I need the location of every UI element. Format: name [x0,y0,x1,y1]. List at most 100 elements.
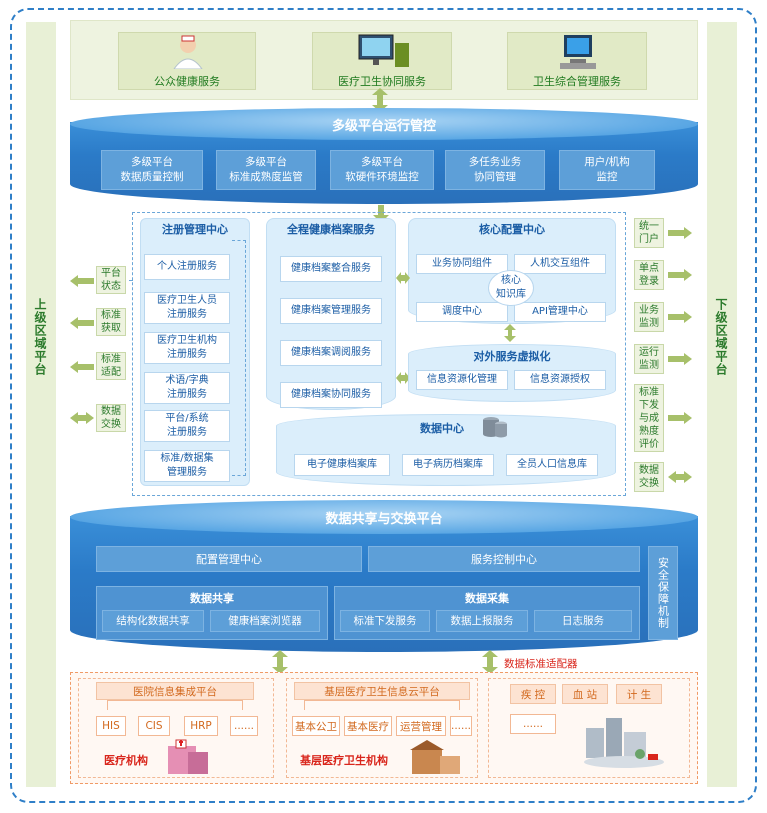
data-share-title: 数据共享 [190,592,234,605]
arrow-right-icon [668,269,692,281]
connector-arrow-icon [396,372,410,384]
structured-data-share: 结构化数据共享 [102,610,204,632]
grassroots-item-public-health: 基本公卫 [292,716,340,736]
control-item-environment: 多级平台 软硬件环境监控 [330,150,434,190]
lower-platform-label: 下级区域平台 [714,298,728,376]
security-mechanism: 安全保障机制 [648,546,678,640]
ehr-item-manage: 健康档案管理服务 [280,298,382,324]
arrow-left-icon [70,317,94,329]
other-item-cdc: 疾 控 [510,684,556,704]
grassroots-label: 基层医疗卫生机构 [300,754,388,767]
db-emr: 电子病历档案库 [402,454,494,476]
public-health-label: 公众健康服务 [154,75,220,88]
public-health-card: 公众健康服务 [118,32,256,90]
adapter-label: 数据标准适配器 [504,658,578,670]
left-tag-standard-get: 标准 获取 [96,308,126,336]
connector-arrow-icon [272,650,288,674]
other-item-blood-station: 血 站 [562,684,608,704]
registry-item-standard: 标准/数据集 管理服务 [144,450,230,482]
right-tag-exchange: 数据 交换 [634,462,664,492]
hospital-platform-title: 医院信息集成平台 [96,682,254,700]
ehr-title: 全程健康档案服务 [287,223,375,236]
clinic-building-icon [410,740,460,774]
config-center: 配置管理中心 [96,546,362,572]
db-ehr: 电子健康档案库 [294,454,390,476]
ehr-item-integrate: 健康档案整合服务 [280,256,382,282]
medical-collab-card: 医疗卫生协同服务 [312,32,452,90]
connector-arrow-icon [504,324,516,342]
monitor-icon [358,34,409,67]
arrow-right-icon [668,311,692,323]
exchange-cylinder-top [70,500,698,534]
right-tag-run-monitor: 运行 监测 [634,344,664,374]
hospital-building-icon [168,739,208,774]
grassroots-panel [286,678,478,778]
arrow-left-icon [70,361,94,373]
hospital-item-cis: CIS [138,716,170,736]
standard-issue-service: 标准下发服务 [340,610,430,632]
data-center-title: 数据中心 [420,422,464,435]
arrow-right-icon [668,227,692,239]
other-item-more: ...... [510,714,556,734]
right-tag-standard-eval: 标准 下发 与成 熟度 评价 [634,384,664,452]
grassroots-bracket [304,700,460,710]
arrow-left-icon [70,275,94,287]
registry-title: 注册管理中心 [162,223,228,236]
control-item-standard: 多级平台 标准成熟度监管 [216,150,316,190]
service-control-center: 服务控制中心 [368,546,640,572]
virtual-item-resource: 信息资源化管理 [416,370,508,390]
hospital-panel [78,678,274,778]
core-item-hci-component: 人机交互组件 [514,254,606,274]
health-admin-label: 卫生综合管理服务 [533,75,621,88]
hospital-bracket [107,700,243,710]
right-tag-portal: 统一 门户 [634,218,664,248]
arrow-both-icon [668,471,692,483]
connector-arrow-icon [482,650,498,674]
upper-platform-column: 上级区域平台 [26,22,56,787]
data-collect-title: 数据采集 [465,592,509,605]
arrow-right-icon [668,412,692,424]
grassroots-item-operation: 运营管理 [396,716,446,736]
core-item-api: API管理中心 [514,302,606,322]
registry-item-term: 术语/字典 注册服务 [144,372,230,404]
grassroots-item-more: ...... [450,716,472,736]
connector-arrow-icon [396,272,410,284]
grassroots-item-basic-medical: 基本医疗 [344,716,392,736]
db-population: 全员人口信息库 [506,454,598,476]
control-item-quality: 多级平台 数据质量控制 [101,150,203,190]
registry-item-staff: 医疗卫生人员 注册服务 [144,292,230,324]
left-tag-status: 平台 状态 [96,266,126,294]
left-tag-standard-adapt: 标准 适配 [96,352,126,380]
virtual-title: 对外服务虚拟化 [473,350,551,363]
ehr-item-access: 健康档案调阅服务 [280,340,382,366]
arrow-right-icon [668,353,692,365]
doctor-icon [173,35,203,69]
middle-services-area [132,212,626,496]
data-report-service: 数据上报服务 [436,610,528,632]
control-title: 多级平台运行管控 [331,119,436,134]
other-item-family-planning: 计 生 [616,684,662,704]
registry-item-org: 医疗卫生机构 注册服务 [144,332,230,364]
grassroots-platform-title: 基层医疗卫生信息云平台 [294,682,470,700]
log-service: 日志服务 [534,610,632,632]
registry-bracket [232,240,246,476]
upper-platform-label: 上级区域平台 [33,298,47,376]
database-icon [483,417,507,438]
registry-item-platform: 平台/系统 注册服务 [144,410,230,442]
right-tag-sso: 单点 登录 [634,260,664,290]
security-label: 安全保障机制 [656,557,670,629]
arrow-both-icon [70,412,94,424]
control-item-user: 用户/机构 监控 [559,150,655,190]
registry-item-person: 个人注册服务 [144,254,230,280]
hospital-item-hrp: HRP [184,716,218,736]
computer-icon [560,35,596,69]
control-item-collab: 多任务业务 协同管理 [445,150,545,190]
core-item-collab-component: 业务协同组件 [416,254,508,274]
connector-arrow-icon [372,88,388,112]
core-config-title: 核心配置中心 [479,223,545,236]
ehr-item-collab: 健康档案协同服务 [280,382,382,408]
city-buildings-icon [584,718,664,768]
right-tag-business-monitor: 业务 监测 [634,302,664,332]
medical-collab-label: 医疗卫生协同服务 [338,75,426,88]
core-knowledge-base: 核心 知识库 [488,270,534,306]
